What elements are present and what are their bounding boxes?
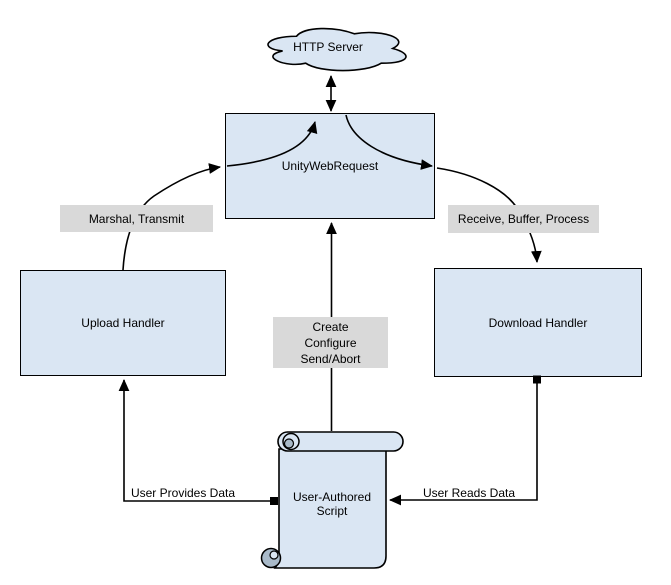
node-upload-handler: Upload Handler	[20, 270, 226, 376]
node-http-server-label: HTTP Server	[293, 40, 363, 54]
edge-label-create-configure-send-abort: Create Configure Send/Abort	[273, 317, 388, 368]
scroll-top-curl-inner	[283, 438, 295, 449]
node-user-script-label: User-Authored Script	[292, 490, 372, 518]
edge-label-receive-buffer-process: Receive, Buffer, Process	[448, 205, 599, 233]
scroll-bottom-curl	[260, 547, 282, 569]
scroll-top-curl	[282, 432, 300, 451]
arrow-script-to-upload	[118, 378, 277, 502]
node-download-handler-label: Download Handler	[488, 315, 588, 330]
arrow-download-to-script	[388, 379, 538, 506]
scroll-top-roll	[277, 431, 404, 452]
edge-label-user-reads-data: User Reads Data	[422, 486, 516, 500]
node-upload-handler-label: Upload Handler	[81, 316, 165, 330]
connector-start-square-script	[270, 497, 278, 505]
edge-label-user-provides-data: User Provides Data	[130, 486, 236, 500]
node-unitywebrequest: UnityWebRequest	[225, 113, 435, 219]
node-download-handler: Download Handler	[434, 268, 642, 377]
edge-label-marshal-transmit: Marshal, Transmit	[60, 205, 213, 232]
scroll-bottom-curl-inner	[269, 550, 279, 560]
node-unitywebrequest-label: UnityWebRequest	[281, 159, 379, 173]
